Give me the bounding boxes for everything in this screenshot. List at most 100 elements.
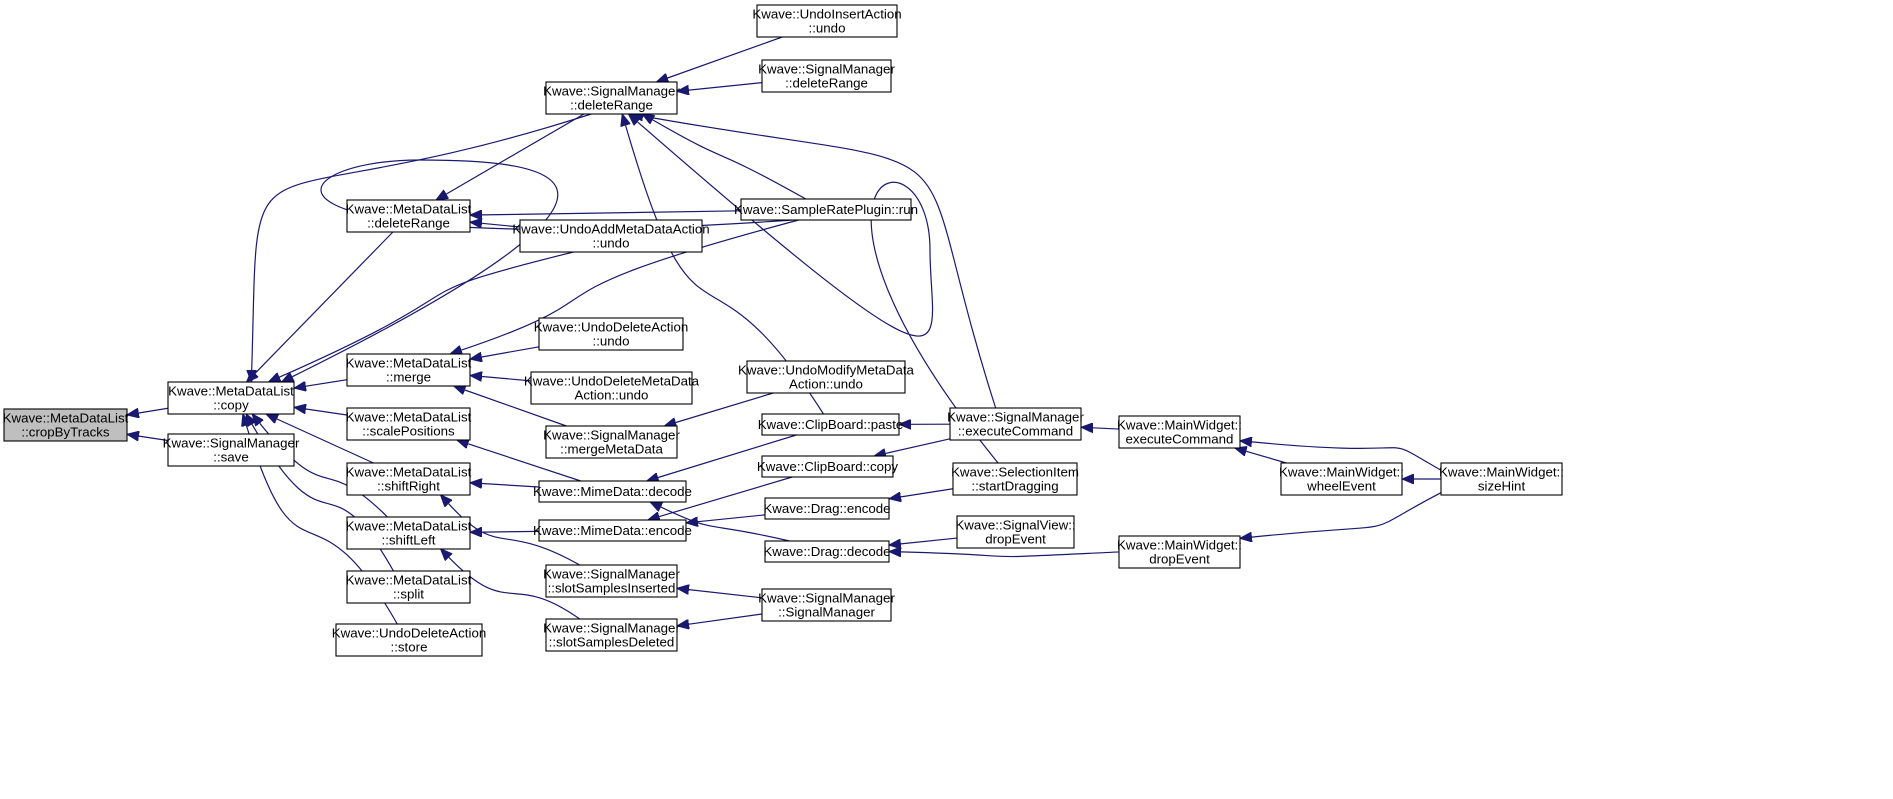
node-mwExecute[interactable]: Kwave::MainWidget::executeCommand bbox=[1117, 415, 1242, 449]
node-label: ::startDragging bbox=[971, 479, 1058, 494]
edge-mwSizeHint-to-mwDrop bbox=[1252, 492, 1442, 537]
node-label: Kwave::UndoDeleteAction bbox=[534, 320, 688, 335]
node-label: Kwave::MainWidget:: bbox=[1117, 538, 1242, 553]
edge-mdlShiftRight-to-mdlCopy bbox=[277, 419, 374, 464]
node-label: Kwave::SignalView:: bbox=[955, 518, 1075, 533]
edge-cbCopy-to-mimeEncode bbox=[659, 476, 793, 517]
node-mdlCopy[interactable]: Kwave::MetaDataList::copy bbox=[167, 381, 295, 415]
node-udaStore[interactable]: Kwave::UndoDeleteAction::store bbox=[332, 623, 486, 657]
node-box bbox=[346, 516, 471, 550]
node-label: Action::undo bbox=[575, 388, 649, 403]
node-box bbox=[545, 564, 678, 598]
node-smSlotIns[interactable]: Kwave::SignalManager::slotSamplesInserte… bbox=[543, 564, 680, 598]
node-box bbox=[346, 570, 471, 604]
node-label: Kwave::MetaDataList bbox=[346, 573, 472, 588]
node-mwSizeHint[interactable]: Kwave::MainWidget::sizeHint bbox=[1439, 462, 1564, 496]
node-cropByTracks[interactable]: Kwave::MetaDataList::cropByTracks bbox=[3, 408, 129, 442]
node-cbPaste[interactable]: Kwave::ClipBoard::paste bbox=[758, 413, 904, 436]
node-label: Kwave::SignalManager bbox=[543, 84, 680, 99]
node-box bbox=[530, 371, 693, 405]
node-mdlMerge[interactable]: Kwave::MetaDataList::merge bbox=[346, 353, 472, 387]
node-label: Kwave::MetaDataList bbox=[168, 384, 294, 399]
node-label: ::deleteRange bbox=[367, 216, 450, 231]
node-mwDrop[interactable]: Kwave::MainWidget::dropEvent bbox=[1117, 535, 1242, 569]
node-box bbox=[335, 623, 483, 657]
node-uamdUndo[interactable]: Kwave::UndoAddMetaDataAction::undo bbox=[512, 219, 710, 253]
node-box bbox=[346, 407, 471, 441]
node-label: Kwave::SampleRatePlugin::run bbox=[734, 202, 918, 217]
node-udaUndo[interactable]: Kwave::UndoDeleteAction::undo bbox=[534, 317, 688, 351]
node-label: ::merge bbox=[386, 370, 431, 385]
node-box bbox=[1118, 415, 1241, 449]
edge-mwDrop-to-dragDecode bbox=[901, 552, 1120, 558]
node-cbCopy[interactable]: Kwave::ClipBoard::copy bbox=[757, 455, 899, 478]
edge-svDrop-to-dragDecode bbox=[901, 537, 958, 544]
edge-mwExecute-to-smExecute bbox=[1093, 428, 1120, 429]
node-box bbox=[519, 219, 703, 253]
node-dragDecode[interactable]: Kwave::Drag::decode bbox=[763, 540, 891, 563]
edge-smDeleteRange-to-mdlCopy bbox=[252, 113, 592, 370]
node-box bbox=[1280, 462, 1403, 496]
node-smExecute[interactable]: Kwave::SignalManager::executeCommand bbox=[947, 407, 1084, 441]
node-label: Kwave::SignalManager bbox=[163, 436, 300, 451]
node-box bbox=[167, 433, 295, 467]
node-label: ::executeCommand bbox=[958, 424, 1073, 439]
node-label: Kwave::ClipBoard::paste bbox=[758, 417, 904, 432]
node-label: ::store bbox=[391, 640, 428, 655]
edge-mdlCopy-to-cropByTracks bbox=[139, 407, 169, 413]
node-label: Kwave::MetaDataList bbox=[3, 411, 129, 426]
node-box bbox=[761, 413, 900, 436]
edge-uiaUndo-to-smDeleteRange bbox=[668, 36, 783, 78]
edge-uamdUndo-to-mdlDeleteRange bbox=[482, 223, 521, 227]
node-srpRun[interactable]: Kwave::SampleRatePlugin::run bbox=[734, 198, 918, 221]
node-label: Kwave::Drag::encode bbox=[763, 501, 890, 516]
node-box bbox=[952, 462, 1078, 496]
node-mdlDeleteRange[interactable]: Kwave::MetaDataList::deleteRange bbox=[346, 199, 472, 233]
node-siStartDrag[interactable]: Kwave::SelectionItem::startDragging bbox=[951, 462, 1079, 496]
node-mdlShiftLeft[interactable]: Kwave::MetaDataList::shiftLeft bbox=[346, 516, 472, 550]
node-label: dropEvent bbox=[1149, 552, 1210, 567]
node-box bbox=[346, 462, 471, 496]
node-smDeleteRange[interactable]: Kwave::SignalManager::deleteRange bbox=[543, 81, 680, 115]
node-smMergeMeta[interactable]: Kwave::SignalManager::mergeMetaData bbox=[543, 425, 680, 459]
node-mimeDecode[interactable]: Kwave::MimeData::decode bbox=[533, 480, 692, 503]
node-box bbox=[740, 198, 912, 221]
node-label: Kwave::SignalManager bbox=[543, 428, 680, 443]
node-box bbox=[764, 497, 890, 520]
node-label: Kwave::SignalManager bbox=[947, 410, 1084, 425]
node-mdlScale[interactable]: Kwave::MetaDataList::scalePositions bbox=[346, 407, 472, 441]
node-smSlotDel[interactable]: Kwave::SignalManager::slotSamplesDeleted bbox=[543, 618, 680, 652]
node-uiaUndo[interactable]: Kwave::UndoInsertAction::undo bbox=[752, 4, 902, 38]
node-box bbox=[956, 515, 1075, 549]
edge-srpRun-to-smDeleteRange bbox=[653, 120, 807, 200]
node-smSave[interactable]: Kwave::SignalManager::save bbox=[163, 433, 300, 467]
node-box bbox=[761, 455, 894, 478]
node-smSignalManager[interactable]: Kwave::SignalManager::SignalManager bbox=[758, 588, 895, 622]
node-mdlSplit[interactable]: Kwave::MetaDataList::split bbox=[346, 570, 472, 604]
node-mdlShiftRight[interactable]: Kwave::MetaDataList::shiftRight bbox=[346, 462, 472, 496]
node-mimeEncode[interactable]: Kwave::MimeData::encode bbox=[533, 519, 692, 542]
node-smDeleteRange2[interactable]: Kwave::SignalManager::deleteRange bbox=[758, 59, 895, 93]
edge-siStartDrag-to-smDeleteRange bbox=[638, 122, 999, 464]
node-box bbox=[746, 360, 906, 394]
node-label: dropEvent bbox=[985, 532, 1046, 547]
node-dragEncode[interactable]: Kwave::Drag::encode bbox=[763, 497, 891, 520]
node-mwWheel[interactable]: Kwave::MainWidget::wheelEvent bbox=[1279, 462, 1404, 496]
node-label: ::slotSamplesInserted bbox=[548, 581, 676, 596]
node-label: Kwave::MetaDataList bbox=[346, 202, 472, 217]
edge-smExecute-to-cbCopy bbox=[886, 438, 951, 454]
edges-layer bbox=[139, 36, 1442, 624]
node-box bbox=[3, 408, 128, 442]
node-svDrop[interactable]: Kwave::SignalView::dropEvent bbox=[955, 515, 1076, 549]
node-box bbox=[1440, 462, 1563, 496]
node-label: Kwave::MetaDataList bbox=[346, 356, 472, 371]
node-label: Kwave::UndoAddMetaDataAction bbox=[512, 222, 709, 237]
node-label: Kwave::UndoInsertAction bbox=[752, 7, 901, 22]
edge-mwSizeHint-to-mwExecute bbox=[1252, 442, 1442, 471]
node-label: ::undo bbox=[593, 334, 630, 349]
node-label: ::split bbox=[393, 587, 424, 602]
edge-cbPaste-to-smDeleteRange bbox=[626, 126, 824, 415]
node-label: Kwave::UndoDeleteMetaData bbox=[524, 374, 700, 389]
